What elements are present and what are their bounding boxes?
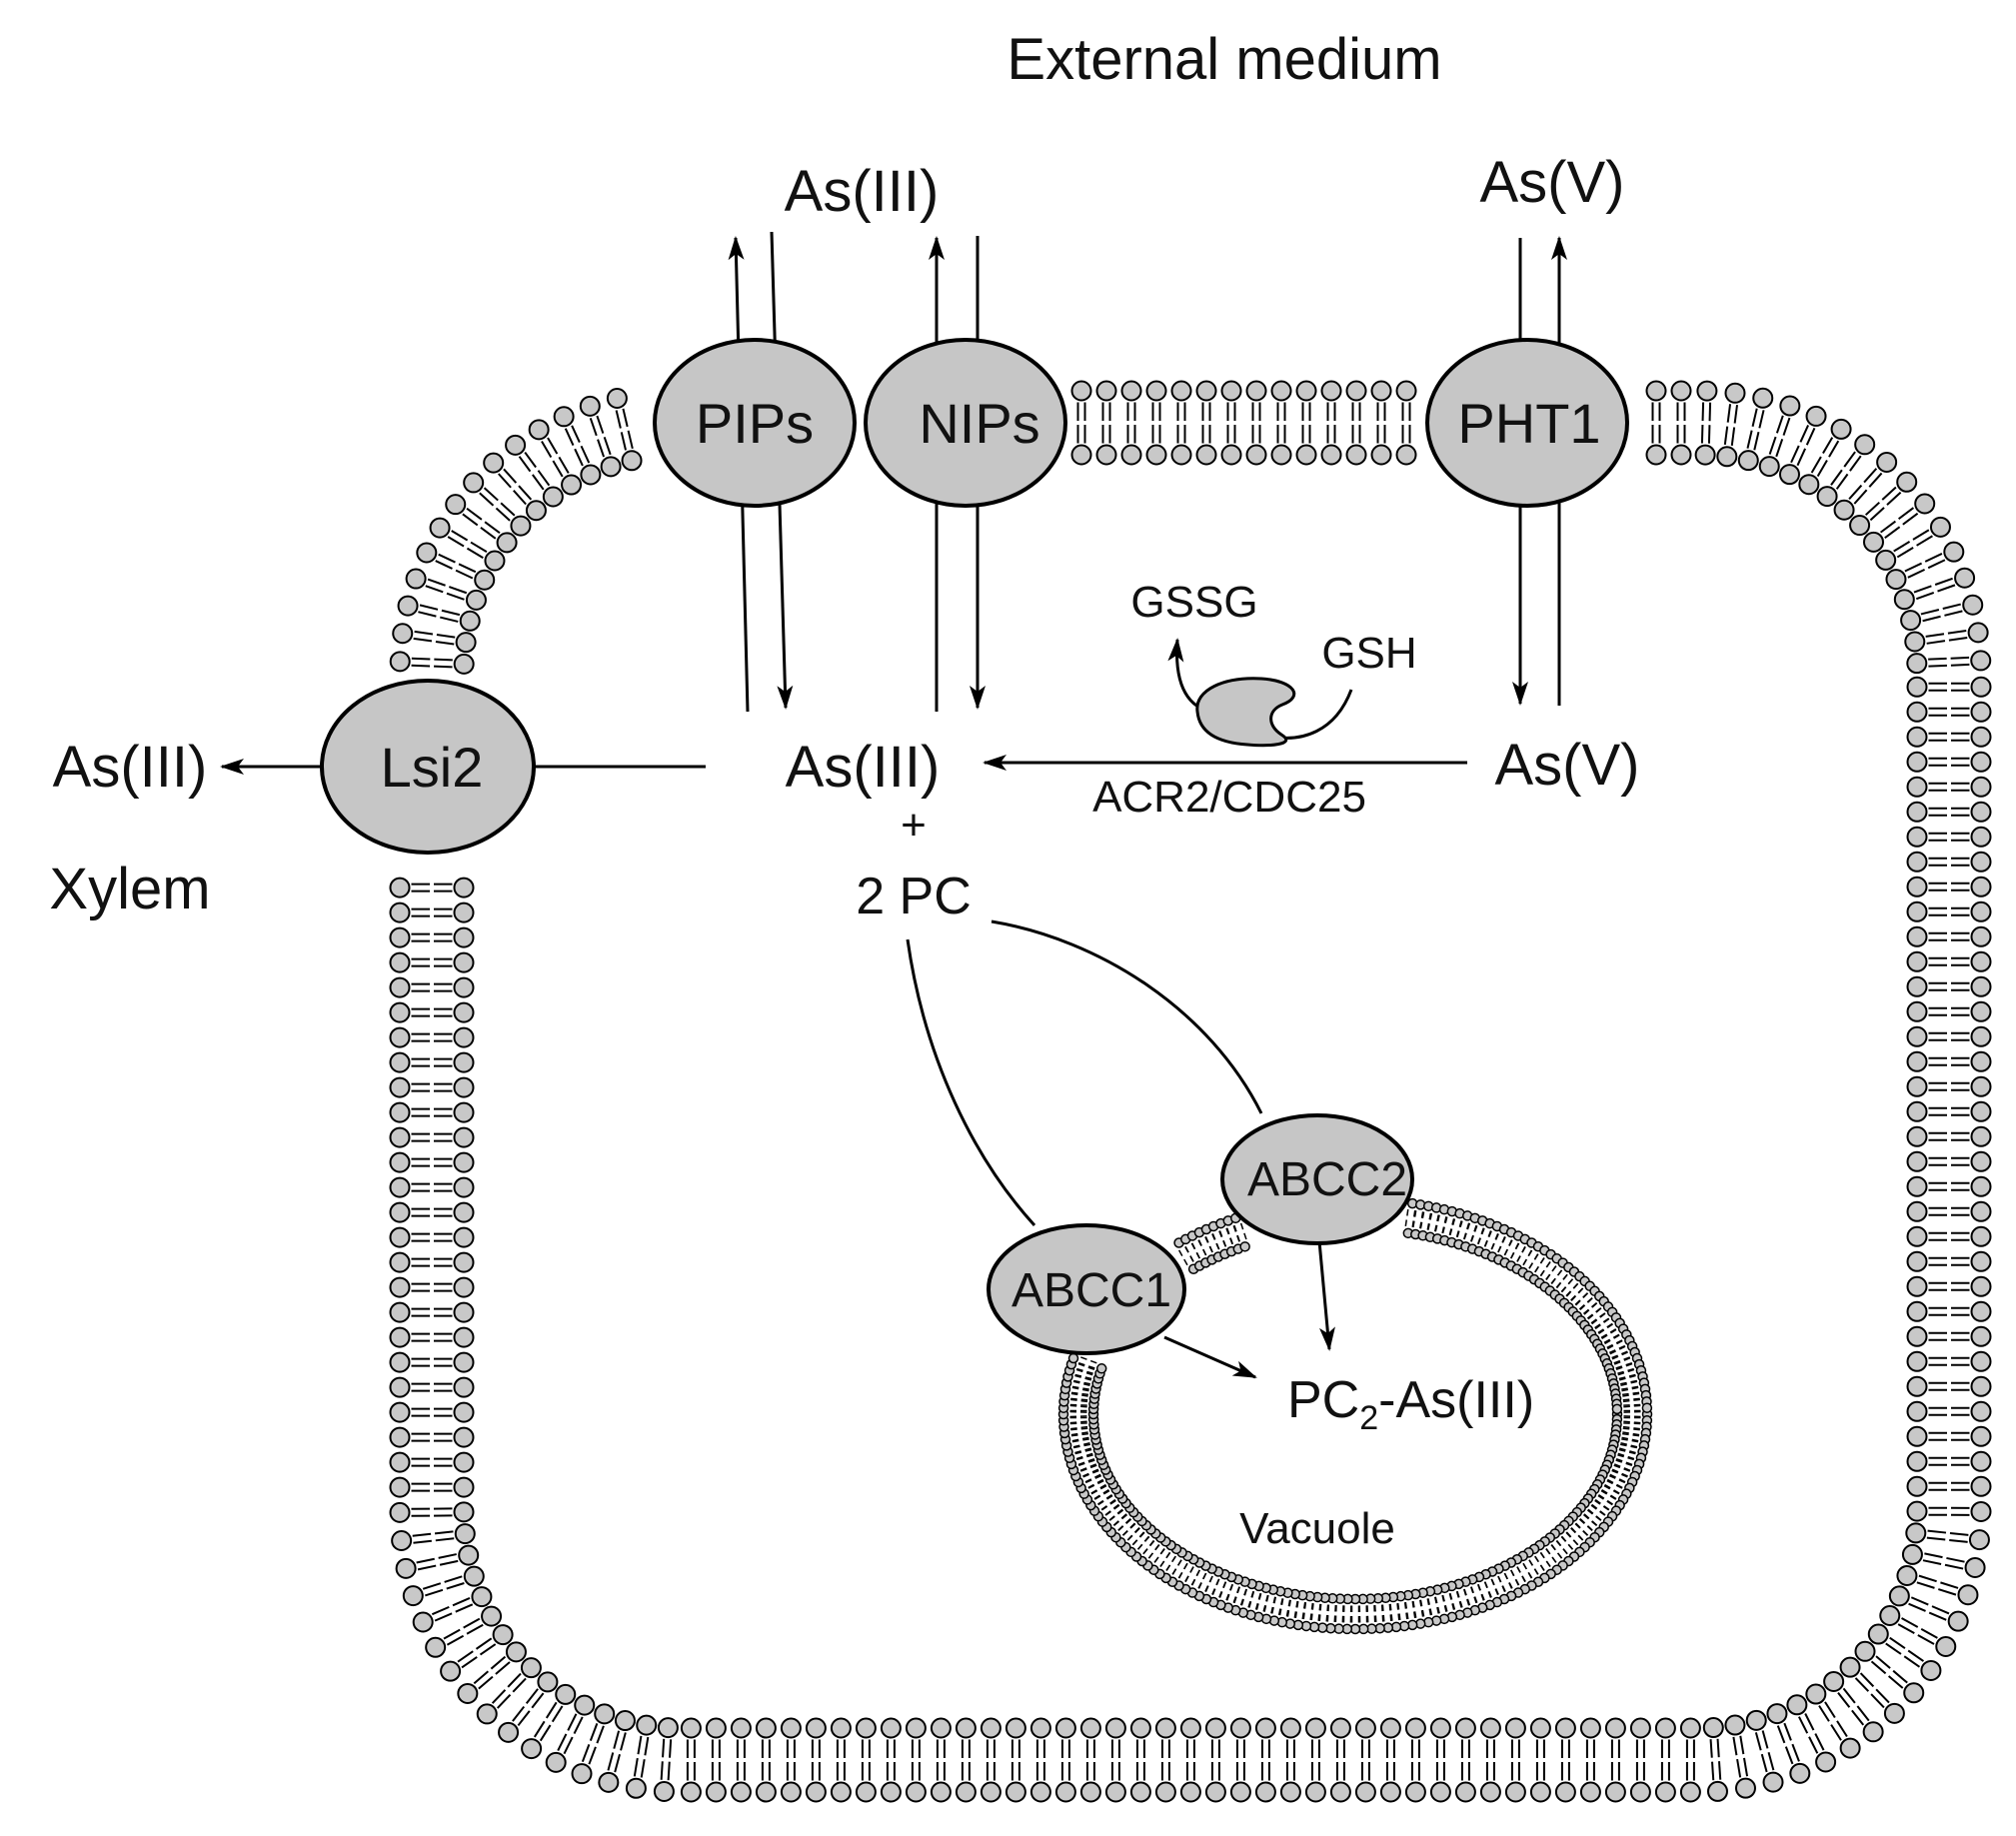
abcc1-protein[interactable]: ABCC1 [987,1223,1186,1355]
acr2-cdc25-label: ACR2/CDC25 [1092,773,1366,822]
abcc2-protein[interactable]: ABCC2 [1220,1113,1414,1245]
external-medium-label: External medium [1007,27,1441,92]
abcc2-label: ABCC2 [1247,1153,1407,1206]
vacuole-membrane [1057,1197,1653,1635]
pips-label: PIPs [696,392,814,455]
lsi2-label: Lsi2 [381,736,484,799]
abcc1-import-arrow [1163,1335,1257,1379]
pc-to-abcc2-line [991,919,1263,1114]
xylem-label: Xylem [49,857,210,921]
vacuole-label: Vacuole [1239,1504,1395,1553]
pht1-protein[interactable]: PHT1 [1425,338,1629,508]
pc-to-abcc1-line [906,938,1036,1227]
pips-protein[interactable]: PIPs [653,338,857,508]
as3-center-label: As(III) [786,735,941,800]
lsi2-protein[interactable]: Lsi2 [320,679,536,855]
pht1-label: PHT1 [1457,392,1600,455]
as5-top-label: As(V) [1480,150,1625,215]
gsh-label: GSH [1321,629,1416,678]
pc2-as3-label: PC2-As(III) [1287,1371,1534,1437]
gssg-label: GSSG [1130,578,1257,627]
pc2-subscript: 2 [1359,1399,1378,1437]
as3-top-label: As(III) [785,159,940,224]
plus-sign: + [901,801,927,850]
plasma-membrane [389,380,1992,1803]
pc2-suffix: -As(III) [1378,1371,1534,1429]
abcc1-label: ABCC1 [1011,1264,1171,1317]
as5-inner-label: As(V) [1495,733,1640,798]
nips-protein[interactable]: NIPs [864,338,1067,508]
as3-xylem-label: As(III) [53,735,208,800]
two-pc-label: 2 PC [856,868,972,925]
nips-label: NIPs [919,392,1039,455]
acr2-enzyme-shape [1195,677,1296,748]
pc2-prefix: PC [1287,1371,1359,1429]
abcc2-import-arrow [1317,1240,1335,1351]
